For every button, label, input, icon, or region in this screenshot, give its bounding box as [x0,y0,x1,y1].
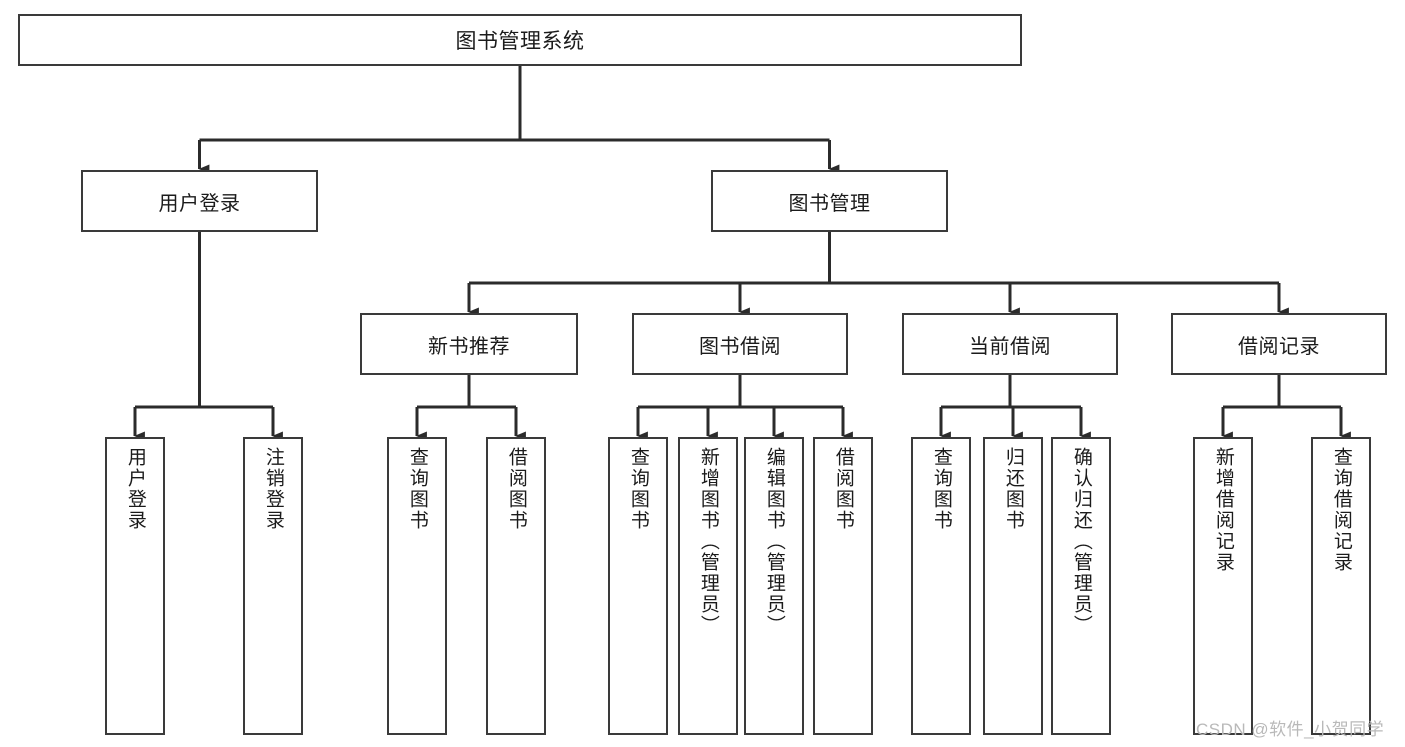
node-borrow-record[interactable]: 借阅记录 [1171,313,1387,375]
node-leaf-borrow-book-rec[interactable]: 借阅图书 [486,437,546,735]
node-leaf-logout-label: 注销登录 [262,447,284,531]
node-user-login[interactable]: 用户登录 [81,170,318,232]
node-root[interactable]: 图书管理系统 [18,14,1022,66]
node-leaf-logout[interactable]: 注销登录 [243,437,303,735]
node-book-manage[interactable]: 图书管理 [711,170,948,232]
node-leaf-borrow-book[interactable]: 借阅图书 [813,437,873,735]
node-leaf-query-borrow-record-label: 查询借阅记录 [1330,447,1352,573]
csdn-watermark: CSDN @软件_小贺同学 [1196,720,1385,739]
node-leaf-confirm-return-label: 确认归还（管理员） [1070,447,1092,636]
node-leaf-borrow-book-label: 借阅图书 [832,447,854,531]
node-current-borrow[interactable]: 当前借阅 [902,313,1118,375]
node-leaf-query-book-borrow[interactable]: 查询图书 [608,437,668,735]
node-leaf-query-book-current[interactable]: 查询图书 [911,437,971,735]
node-leaf-add-book-label: 新增图书（管理员） [697,447,719,636]
node-book-manage-label: 图书管理 [788,192,871,215]
node-new-book-recommend-label: 新书推荐 [428,335,510,358]
node-leaf-add-borrow-record[interactable]: 新增借阅记录 [1193,437,1253,735]
node-leaf-edit-book[interactable]: 编辑图书（管理员） [744,437,804,735]
node-current-borrow-label: 当前借阅 [969,335,1051,358]
node-leaf-confirm-return[interactable]: 确认归还（管理员） [1051,437,1111,735]
node-leaf-user-login-label: 用户登录 [124,447,146,531]
node-leaf-return-book[interactable]: 归还图书 [983,437,1043,735]
node-user-login-label: 用户登录 [158,192,241,215]
node-leaf-borrow-book-rec-label: 借阅图书 [505,447,527,531]
node-borrow-record-label: 借阅记录 [1238,335,1320,358]
node-leaf-query-book-current-label: 查询图书 [930,447,952,531]
node-book-borrow[interactable]: 图书借阅 [632,313,848,375]
node-leaf-add-book[interactable]: 新增图书（管理员） [678,437,738,735]
node-book-borrow-label: 图书借阅 [699,335,781,358]
node-leaf-add-borrow-record-label: 新增借阅记录 [1212,447,1234,573]
node-root-label: 图书管理系统 [455,30,585,53]
node-leaf-query-book-rec-label: 查询图书 [406,447,428,531]
node-leaf-query-book-borrow-label: 查询图书 [627,447,649,531]
node-new-book-recommend[interactable]: 新书推荐 [360,313,578,375]
node-leaf-return-book-label: 归还图书 [1002,447,1024,531]
node-leaf-user-login[interactable]: 用户登录 [105,437,165,735]
node-leaf-query-book-rec[interactable]: 查询图书 [387,437,447,735]
node-leaf-edit-book-label: 编辑图书（管理员） [763,447,785,636]
node-leaf-query-borrow-record[interactable]: 查询借阅记录 [1311,437,1371,735]
